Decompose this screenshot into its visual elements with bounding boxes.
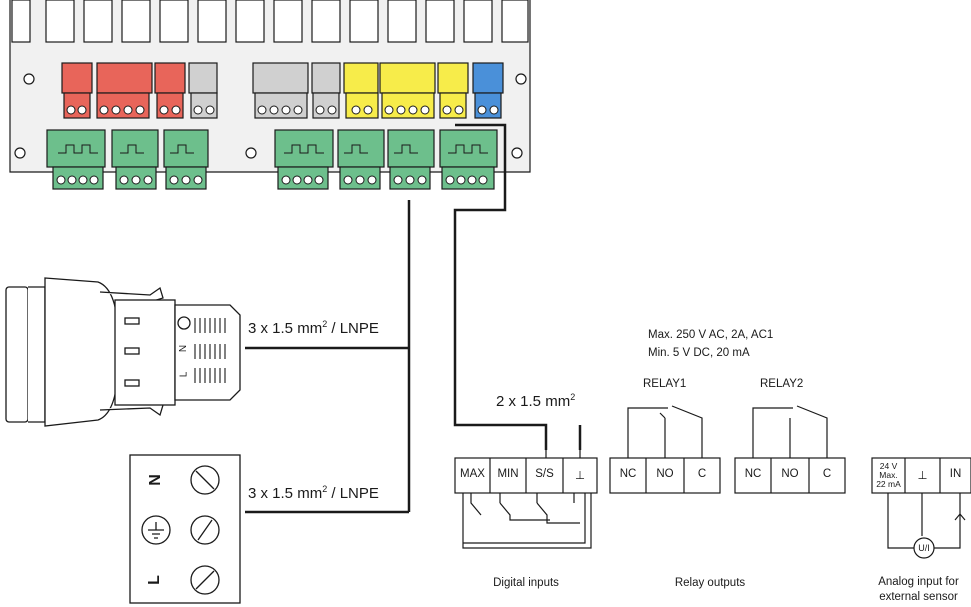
terminal-n-letter: N <box>146 474 164 486</box>
analog-ground: ⊥ <box>917 470 928 482</box>
terminal-max: MAX <box>460 468 485 480</box>
relay2-no: NO <box>781 468 799 480</box>
plug-cable-label: 3 x 1.5 mm2 / LNPE <box>248 319 379 337</box>
relay2-nc: NC <box>744 468 762 480</box>
analog-input-block <box>871 457 971 559</box>
relay-spec-line2: Min. 5 V DC, 20 mA <box>648 347 750 359</box>
relay-spec-line1: Max. 250 V AC, 2A, AC1 <box>648 329 774 341</box>
caption-relay: Relay outputs <box>674 577 746 589</box>
plug-l-letter: L <box>178 371 190 378</box>
relay2-label: RELAY2 <box>760 378 804 390</box>
relay1-nc: NC <box>619 468 637 480</box>
digital-inputs-block <box>454 450 598 549</box>
power-plug <box>5 277 241 427</box>
terminal-ss: S/S <box>535 468 554 480</box>
controller-board <box>9 0 531 190</box>
relay1-no: NO <box>656 468 674 480</box>
analog-in: IN <box>949 468 962 480</box>
relay1-label: RELAY1 <box>643 378 687 390</box>
terminal-ground: ⊥ <box>574 470 586 482</box>
relay1-c: C <box>697 468 707 480</box>
caption-analog-1: Analog input for <box>878 576 959 588</box>
analog-24v: 24 V <box>879 461 898 471</box>
plug-n-letter: N <box>178 344 190 353</box>
terminal-block <box>129 454 241 604</box>
sensor-label: U/I <box>918 543 930 553</box>
relay2-c: C <box>822 468 832 480</box>
analog-max: Max. <box>879 470 898 480</box>
signal-cable-label: 2 x 1.5 mm2 <box>496 392 576 410</box>
relay-blocks <box>609 405 846 494</box>
terminal-min: MIN <box>497 468 519 480</box>
caption-digital: Digital inputs <box>493 577 559 589</box>
terminal-cable-label: 3 x 1.5 mm2 / LNPE <box>248 484 379 502</box>
analog-22ma: 22 mA <box>876 479 901 489</box>
cables <box>245 123 582 514</box>
terminal-l-letter: L <box>145 575 163 585</box>
caption-analog-2: external sensor <box>879 591 958 603</box>
signal-cable <box>453 123 548 450</box>
